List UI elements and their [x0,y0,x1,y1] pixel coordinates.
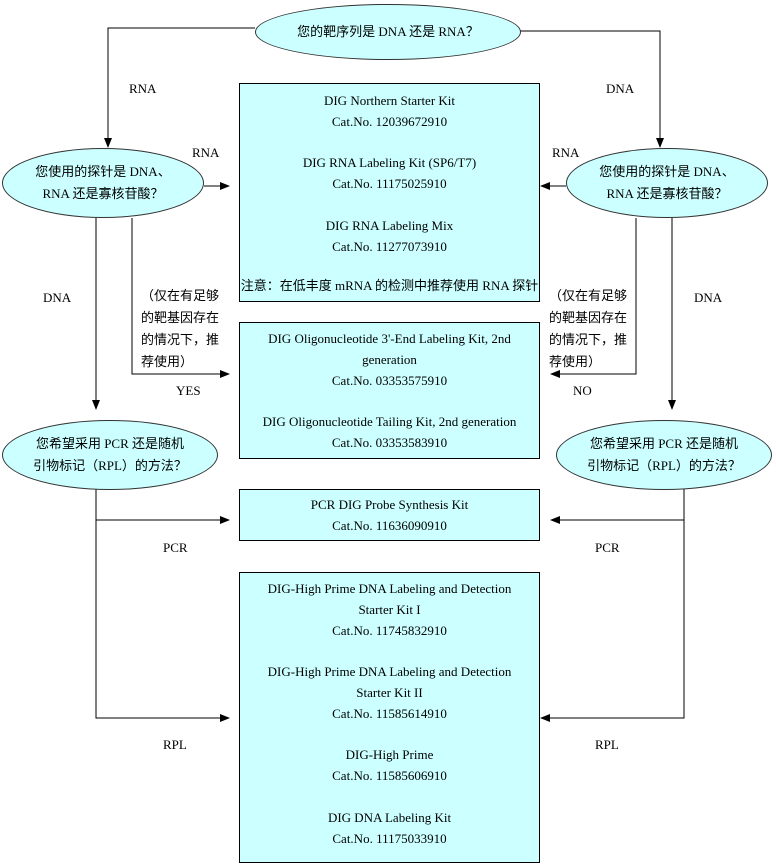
product-name: DIG Oligonucleotide 3'-End Labeling Kit,… [268,331,511,367]
product-entry: DIG-High Prime DNA Labeling and Detectio… [250,579,529,641]
question-text-line: RNA 还是寡核苷酸？ [606,186,728,201]
oligo-note-right: （仅在有足够的靶基因存在的情况下，推荐使用） [549,288,628,369]
product-name: DIG DNA Labeling Kit [327,809,452,825]
edge-label-pcr: PCR [595,540,620,555]
question-text-line: 引物标记（RPL）的方法？ [587,458,741,473]
box-pcr-kits: PCR DIG Probe Synthesis Kit Cat.No. 1163… [239,489,540,541]
box-rpl-kits: DIG-High Prime DNA Labeling and Detectio… [239,572,540,863]
product-entry: DIG-High Prime Cat.No. 11585606910 [250,745,529,787]
edge-label-no: NO [573,383,592,398]
product-entry: DIG-High Prime DNA Labeling and Detectio… [250,662,529,724]
product-cat-no: Cat.No. 11277073910 [332,238,447,254]
oligo-note-left: （仅在有足够的靶基因存在的情况下，推荐使用） [141,288,220,369]
product-cat-no: Cat.No. 11175025910 [332,176,447,192]
product-cat-no: Cat.No. 11636090910 [332,517,447,533]
edge-label-rpl: RPL [595,737,619,752]
product-name: DIG-High Prime DNA Labeling and Detectio… [267,664,512,700]
product-entry: DIG Oligonucleotide 3'-End Labeling Kit,… [248,329,531,391]
product-name: DIG RNA Labeling Kit (SP6/T7) [302,155,477,171]
arrow-left-pcr [95,489,230,524]
product-name: DIG-High Prime DNA Labeling and Detectio… [267,581,512,617]
question-probe-type-right: 您使用的探针是 DNA、 RNA 还是寡核苷酸？ [566,148,768,218]
question-probe-type-left: 您使用的探针是 DNA、 RNA 还是寡核苷酸？ [2,148,204,218]
product-name: DIG-High Prime [345,747,434,763]
arrow-right-rpl [540,520,685,722]
question-target-type: 您的靶序列是 DNA 还是 RNA？ [255,4,521,60]
edge-label-yes: YES [176,383,201,398]
product-entry: DIG Northern Starter Kit Cat.No. 1203967… [240,91,539,133]
edge-label-pcr: PCR [163,540,188,555]
box-note: 注意：在低丰度 mRNA 的检测中推荐使用 RNA 探针 [240,278,539,294]
question-method-left: 您希望采用 PCR 还是随机 引物标记（RPL）的方法？ [2,420,218,490]
arrow-left-yes [131,218,230,378]
product-cat-no: Cat.No. 03353575910 [331,372,448,388]
product-name: DIG Oligonucleotide Tailing Kit, 2nd gen… [262,414,517,430]
product-cat-no: Cat.No. 11585606910 [332,768,447,784]
question-text-line: RNA 还是寡核苷酸？ [42,186,164,201]
product-cat-no: Cat.No. 11585614910 [332,705,447,721]
edge-label-rna-probe: RNA [552,145,580,160]
product-cat-no: Cat.No. 11175033910 [332,830,447,846]
box-rna-kits: DIG Northern Starter Kit Cat.No. 1203967… [239,83,540,302]
product-name: PCR DIG Probe Synthesis Kit [310,497,469,512]
edge-label-dna: DNA [606,81,635,96]
product-cat-no: Cat.No. 12039672910 [331,113,448,129]
arrow-top-to-right-probe [520,30,664,148]
box-oligo-kits: DIG Oligonucleotide 3'-End Labeling Kit,… [239,322,540,459]
question-text-line: 您使用的探针是 DNA、 [35,164,171,179]
question-text-line: 您希望采用 PCR 还是随机 [35,436,185,451]
question-method-right: 您希望采用 PCR 还是随机 引物标记（RPL）的方法？ [556,420,772,490]
arrow-top-to-left-probe [104,27,255,148]
edge-label-dna-probe: DNA [694,290,723,305]
product-entry: PCR DIG Probe Synthesis Kit Cat.No. 1163… [240,495,539,537]
arrow-right-no [550,218,637,378]
product-entry: DIG RNA Labeling Mix Cat.No. 11277073910 [240,216,539,258]
question-text: 您的靶序列是 DNA 还是 RNA？ [297,24,479,39]
question-text-line: 引物标记（RPL）的方法？ [33,458,187,473]
product-entry: DIG DNA Labeling Kit Cat.No. 11175033910 [250,808,529,850]
edge-label-dna-probe: DNA [43,290,72,305]
question-text-line: 您使用的探针是 DNA、 [599,164,735,179]
arrow-left-rpl [95,520,230,722]
edge-label-rna: RNA [129,81,157,96]
arrow-right-pcr [550,489,685,524]
product-name: DIG Northern Starter Kit [323,93,456,108]
edge-label-rpl: RPL [163,737,187,752]
product-entry: DIG RNA Labeling Kit (SP6/T7) Cat.No. 11… [240,153,539,195]
question-text-line: 您希望采用 PCR 还是随机 [589,436,739,451]
product-name: DIG RNA Labeling Mix [325,217,454,233]
product-cat-no: Cat.No. 11745832910 [332,622,447,638]
product-entry: DIG Oligonucleotide Tailing Kit, 2nd gen… [248,412,531,454]
product-cat-no: Cat.No. 03353583910 [331,434,448,450]
edge-label-rna-probe: RNA [192,145,220,160]
